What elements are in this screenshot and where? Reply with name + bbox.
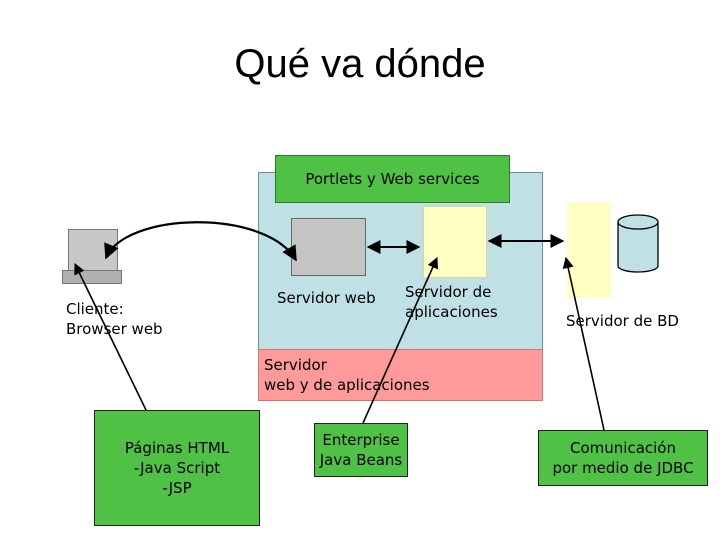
web-server-label: Servidor web — [277, 289, 376, 307]
jdbc-box: Comunicación por medio de JDBC — [538, 430, 708, 486]
jdbc-pointer — [562, 256, 605, 431]
web-server-icon — [291, 218, 366, 276]
app-server-label: Servidor de aplicaciones — [405, 283, 498, 321]
slide-title: Qué va dónde — [234, 42, 486, 86]
db-server-icon — [567, 202, 611, 298]
pages-pointer — [74, 262, 147, 411]
ejb-pointer — [362, 256, 438, 424]
html-pages-box: Páginas HTML -Java Script -JSP — [94, 410, 260, 526]
web-app-server-panel — [258, 349, 543, 401]
web-app-server-label: Servidor web y de aplicaciones — [264, 356, 430, 394]
ejb-box: Enterprise Java Beans — [314, 423, 408, 477]
portlets-web-services-box: Portlets y Web services — [275, 155, 510, 203]
database-icon — [617, 214, 659, 273]
client-label: Cliente: Browser web — [66, 300, 163, 338]
db-server-label: Servidor de BD — [566, 312, 679, 330]
client-web-link — [104, 221, 297, 262]
